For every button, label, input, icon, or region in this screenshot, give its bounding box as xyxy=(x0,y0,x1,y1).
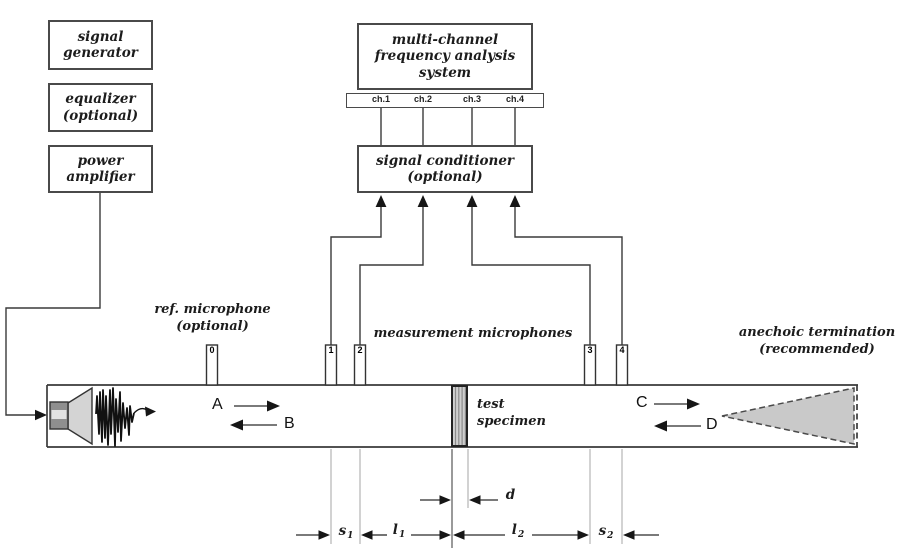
wave-arrow-B xyxy=(230,419,277,431)
conditioner-in-arrowhead-3 xyxy=(466,195,478,207)
analysis-system-box: multi-channel frequency analysis system xyxy=(357,23,533,90)
dimension-d-arrows xyxy=(420,495,498,505)
analysis-system-label-1: multi-channel xyxy=(391,31,499,48)
dimension-s2-label: s2 xyxy=(593,523,619,541)
dimension-s2-base: s xyxy=(598,523,607,539)
signal-conditioner-box: signal conditioner (optional) xyxy=(357,145,533,193)
mic-stub-0 xyxy=(205,344,219,386)
dimension-l2-base: l xyxy=(511,522,517,538)
test-specimen-annotation: test specimen xyxy=(477,396,557,430)
conditioner-in-arrowhead-4 xyxy=(509,195,521,207)
wave-label-A: A xyxy=(212,396,223,413)
test-specimen-label-1: test xyxy=(477,397,505,412)
wave-arrow-A xyxy=(234,400,280,412)
mic-number-4: 4 xyxy=(619,345,625,355)
conditioner-in-arrowhead-1 xyxy=(375,195,387,207)
wave-arrow-C xyxy=(654,398,700,410)
dimension-l1-sub: 1 xyxy=(398,530,406,540)
wave-label-B: B xyxy=(284,415,295,432)
channel-wires xyxy=(380,108,516,145)
channel-2-label: ch.2 xyxy=(413,94,433,104)
mic-stub-3 xyxy=(583,344,597,386)
equalizer-label-1: equalizer xyxy=(65,91,136,108)
dimension-d-label: d xyxy=(501,487,521,503)
equalizer-label-2: (optional) xyxy=(62,107,139,124)
channel-strip xyxy=(346,93,544,108)
anechoic-termination-label-1: anechoic termination xyxy=(738,325,896,340)
dimension-s1-sub: 1 xyxy=(347,531,354,541)
dimension-l1-label: l1 xyxy=(387,522,411,540)
mic-number-0: 0 xyxy=(209,345,215,355)
channel-3-label: ch.3 xyxy=(462,94,482,104)
ref-microphone-label-1: ref. microphone xyxy=(154,302,271,317)
dimension-l1-base: l xyxy=(392,522,398,538)
channel-1-label: ch.1 xyxy=(371,94,391,104)
mic-number-3: 3 xyxy=(587,345,593,355)
power-wire xyxy=(5,193,101,421)
ref-microphone-annotation: ref. microphone (optional) xyxy=(130,302,295,336)
mic-number-1: 1 xyxy=(328,345,334,355)
wave-label-D: D xyxy=(706,416,718,433)
dimension-l2-label: l2 xyxy=(506,522,530,540)
power-amplifier-label-1: power xyxy=(77,152,124,169)
wave-label-C: C xyxy=(636,394,648,411)
test-specimen xyxy=(451,385,468,447)
analysis-system-label-3: system xyxy=(418,64,472,81)
conditioner-in-arrowhead-2 xyxy=(417,195,429,207)
signal-generator-label-2: generator xyxy=(63,45,138,61)
signal-conditioner-label-2: (optional) xyxy=(407,169,483,185)
wave-arrow-D xyxy=(654,420,701,432)
signal-conditioner-label-1: signal conditioner xyxy=(375,152,515,169)
dimension-row-arrows xyxy=(296,530,659,540)
measurement-microphones-annotation: measurement microphones xyxy=(373,326,573,341)
mic-stub-2 xyxy=(353,344,367,386)
signal-generator-box: signal generator xyxy=(48,20,153,70)
anechoic-wedge xyxy=(721,387,855,445)
signal-generator-label-1: signal xyxy=(77,28,124,45)
dimension-extension-lines xyxy=(330,449,623,548)
ref-microphone-label-2: (optional) xyxy=(176,318,249,334)
mic-stub-4 xyxy=(615,344,629,386)
power-amplifier-box: power amplifier xyxy=(48,145,153,193)
dimension-s1-base: s xyxy=(338,523,347,539)
power-amplifier-label-2: amplifier xyxy=(66,169,135,185)
analysis-system-label-2: frequency analysis xyxy=(374,48,516,65)
dimension-s1-label: s1 xyxy=(333,523,359,541)
sound-wave-squiggle xyxy=(95,387,156,447)
mic-stub-1 xyxy=(324,344,338,386)
power-wire-arrowhead xyxy=(35,409,47,421)
equalizer-box: equalizer (optional) xyxy=(48,83,153,132)
anechoic-termination-annotation: anechoic termination (recommended) xyxy=(722,325,900,359)
microphone-wires xyxy=(330,195,623,345)
loudspeaker-icon xyxy=(49,386,93,446)
mic-number-2: 2 xyxy=(357,345,363,355)
dimension-l2-sub: 2 xyxy=(517,530,525,540)
dimension-s2-sub: 2 xyxy=(607,531,614,541)
test-specimen-label-2: specimen xyxy=(477,414,547,429)
channel-4-label: ch.4 xyxy=(505,94,525,104)
anechoic-termination-label-2: (recommended) xyxy=(759,341,875,357)
microphone-stubs xyxy=(205,344,629,386)
dimension-d-base: d xyxy=(505,487,516,503)
